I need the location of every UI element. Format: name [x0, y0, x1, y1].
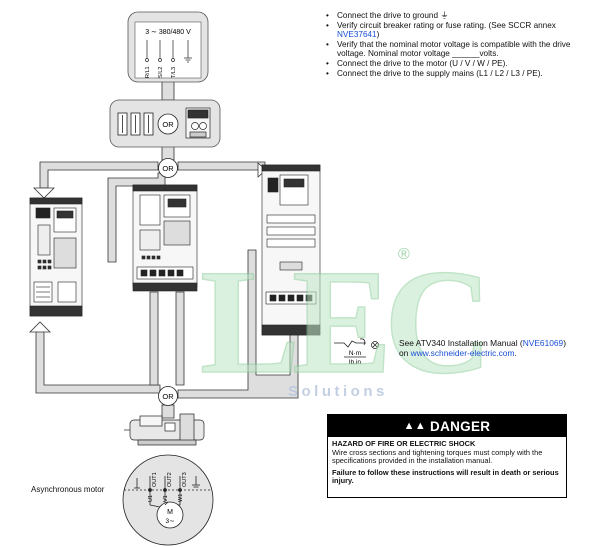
instruction-item: Verify that the nominal motor voltage is…	[325, 40, 587, 59]
motor-terminal-w1: W1	[178, 494, 184, 502]
danger-heading: HAZARD OF FIRE OR ELECTRIC SHOCK	[332, 439, 476, 448]
installation-manual-link[interactable]: NVE61069	[522, 338, 564, 348]
schneider-website-link[interactable]: www.schneider-electric.com	[410, 348, 515, 358]
instruction-item: Verify circuit breaker rating or fuse ra…	[325, 21, 587, 40]
supply-panel: 3 ∼ 380/480 V R/L1 S/L2 T/L3	[127, 11, 209, 83]
instruction-list: Connect the drive to ground ⏚ Verify cir…	[325, 11, 587, 78]
instruction-item: Connect the drive to the motor (U / V / …	[325, 59, 587, 69]
motor-symbol-m: M	[167, 509, 173, 516]
bottom-or-node: OR	[158, 386, 178, 406]
wire-middle-down2	[175, 291, 185, 386]
danger-title: DANGER	[430, 418, 491, 434]
watermark-logo: LEC	[199, 238, 493, 406]
top-or-node: OR	[158, 158, 178, 178]
fuse-icon	[117, 112, 154, 136]
protection-panel: OR	[109, 99, 221, 148]
watermark-registered-mark: ®	[398, 246, 410, 263]
danger-text: Wire cross sections and tightening torqu…	[332, 447, 543, 466]
torque-icon	[334, 338, 379, 358]
danger-notice: ▲▲ DANGER HAZARD OF FIRE OR ELECTRIC SHO…	[327, 414, 567, 498]
protection-or-label: OR	[162, 120, 174, 129]
watermark-letters: LEC	[200, 239, 484, 405]
sccr-annex-link[interactable]: NVE37641	[337, 30, 377, 40]
instruction-item: Connect the drive to ground ⏚	[325, 11, 587, 21]
circuit-breaker-icon	[185, 107, 211, 139]
installation-manual-note: See ATV340 Installation Manual (NVE61069…	[399, 338, 566, 358]
wire-middle-down1	[149, 291, 159, 386]
bottom-or-label: OR	[162, 392, 174, 401]
arrow-left-drive-top	[33, 187, 55, 199]
warning-triangle-icon: ▲▲	[403, 420, 427, 432]
motor-schematic	[122, 454, 214, 546]
watermark-subtitle: Solutions	[288, 383, 388, 400]
motor-icon	[124, 413, 205, 446]
supply-voltage-label: 3 ∼ 380/480 V	[145, 29, 191, 36]
drive-large	[261, 164, 321, 336]
danger-warning: Failure to follow these instructions wil…	[332, 467, 559, 486]
top-or-label: OR	[162, 164, 174, 173]
wire-or-to-motor	[161, 404, 175, 419]
supply-terminal-lines	[145, 40, 192, 63]
drive-medium	[132, 184, 198, 292]
motor-terminal-u1: U1	[148, 495, 154, 502]
motor-output-2: OUT2	[167, 472, 173, 487]
motor-terminal-v1: V1	[163, 495, 169, 502]
torque-unit-lbin: lb.in	[349, 359, 361, 366]
drive-small	[29, 197, 83, 317]
supply-terminal-l2: S/L2	[158, 67, 164, 78]
supply-terminal-l3: T/L3	[171, 67, 177, 78]
instruction-item: Connect the drive to the supply mains (L…	[325, 69, 587, 79]
supply-terminal-l1: R/L1	[145, 66, 151, 78]
danger-header: ▲▲ DANGER	[328, 415, 566, 437]
danger-body: HAZARD OF FIRE OR ELECTRIC SHOCK Wire cr…	[328, 437, 566, 489]
motor-label: Asynchronous motor	[31, 485, 105, 494]
motor-output-1: OUT1	[152, 472, 158, 487]
wire-split-right	[177, 161, 266, 171]
wire-left-return	[35, 329, 161, 394]
wire-supply-to-protection	[161, 79, 175, 101]
motor-output-3: OUT3	[182, 472, 188, 487]
arrow-left-drive-bottom	[29, 321, 51, 333]
motor-symbol-phase: 3∼	[165, 518, 175, 525]
torque-unit-nm: N·m	[349, 350, 361, 357]
